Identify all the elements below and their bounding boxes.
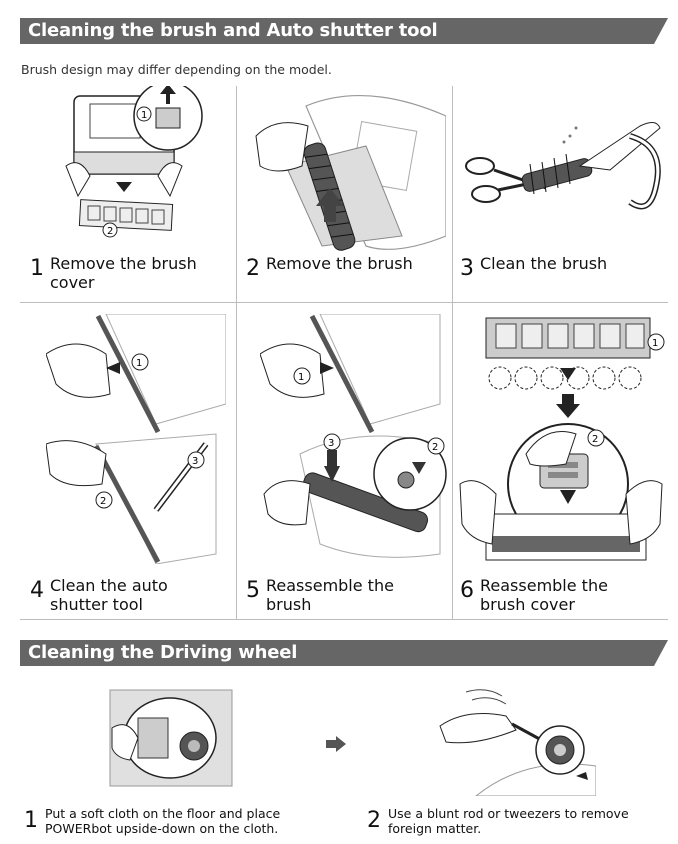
section-header-shape — [20, 18, 668, 44]
callout-number: 1 — [141, 110, 147, 121]
step-label-line: foreign matter. — [388, 821, 482, 836]
step-4: 4 Clean the auto shutter tool — [30, 576, 168, 614]
step-6: 6 Reassemble the brush cover — [460, 576, 608, 614]
step-label-line: Clean the auto — [50, 576, 168, 595]
callout-number: 2 — [432, 442, 438, 453]
step-number: 5 — [246, 578, 260, 603]
callout-number: 3 — [328, 438, 334, 449]
step-2: 2 Remove the brush — [246, 254, 413, 280]
grid-divider — [236, 86, 237, 620]
step-label-line: Use a blunt rod or tweezers to remove — [388, 806, 629, 821]
remove-brush-illustration — [255, 95, 446, 251]
section-header-shape — [20, 640, 668, 666]
step-label: Reassemble the brush cover — [480, 576, 608, 614]
step-label-line: Clean the brush — [480, 254, 608, 273]
callout-number: 2 — [592, 434, 598, 445]
step-label-line: Remove the brush — [50, 254, 197, 273]
section-header-brush: Cleaning the brush and Auto shutter tool — [20, 18, 668, 44]
step-number: 6 — [460, 578, 474, 603]
section-header-wheel: Cleaning the Driving wheel — [20, 640, 668, 666]
clean-brush-illustration — [465, 122, 661, 210]
clean-shutter-illustration: 1 3 2 — [46, 314, 226, 564]
step-1: 1 Remove the brush cover — [30, 254, 197, 292]
step-label-line: Put a soft cloth on the floor and place — [45, 806, 281, 821]
step-number: 4 — [30, 578, 44, 603]
grid-divider — [20, 302, 668, 303]
step-label-line: brush — [266, 595, 312, 614]
step-number: 1 — [30, 256, 44, 281]
upside-down-robot-illustration — [109, 689, 233, 787]
step-label: Clean the brush — [480, 254, 607, 273]
callout-number: 1 — [136, 358, 142, 369]
step-label-line: cover — [50, 273, 95, 292]
next-arrow-icon — [326, 736, 346, 752]
step-label: Remove the brush — [266, 254, 413, 273]
step-label-line: Remove the brush — [266, 254, 413, 273]
model-note: Brush design may differ depending on the… — [21, 62, 332, 77]
callout-number: 2 — [100, 496, 106, 507]
step-5: 5 Reassemble the brush — [246, 576, 394, 614]
wheel-step-1: 1 Put a soft cloth on the floor and plac… — [24, 806, 280, 836]
reassemble-brush-illustration: 1 3 2 — [260, 314, 447, 558]
wheel-step-2: 2 Use a blunt rod or tweezers to remove … — [367, 806, 629, 836]
step-number: 2 — [246, 256, 260, 281]
step-3: 3 Clean the brush — [460, 254, 607, 280]
callout-number: 3 — [192, 456, 198, 467]
step-label-line: Reassemble the — [266, 576, 394, 595]
step-label: Remove the brush cover — [50, 254, 197, 292]
section-title: Cleaning the Driving wheel — [28, 642, 298, 663]
step-label: Clean the auto shutter tool — [50, 576, 168, 614]
callout-number: 1 — [652, 338, 658, 349]
steps-grid: 1 2 1 Remove the brush cover — [20, 86, 668, 620]
step-label: Put a soft cloth on the floor and place … — [45, 806, 280, 836]
brush-cover-illustration: 1 2 — [65, 86, 203, 238]
step-number: 2 — [367, 808, 381, 833]
grid-divider — [20, 619, 668, 620]
step-label: Reassemble the brush — [266, 576, 394, 614]
step-number: 3 — [460, 256, 474, 281]
step-label-line: brush cover — [480, 595, 575, 614]
tweezers-wheel-illustration — [439, 689, 596, 796]
callout-number: 2 — [107, 226, 113, 237]
callout-number: 1 — [298, 372, 304, 383]
reassemble-cover-illustration: 1 2 — [459, 317, 665, 561]
step-label-line: POWERbot upside-down on the cloth. — [45, 821, 279, 836]
step-label: Use a blunt rod or tweezers to remove fo… — [388, 806, 629, 836]
step-label-line: Reassemble the — [480, 576, 608, 595]
step-label-line: shutter tool — [50, 595, 143, 614]
step-number: 1 — [24, 808, 38, 833]
section-title: Cleaning the brush and Auto shutter tool — [28, 20, 438, 41]
grid-divider — [452, 86, 453, 620]
